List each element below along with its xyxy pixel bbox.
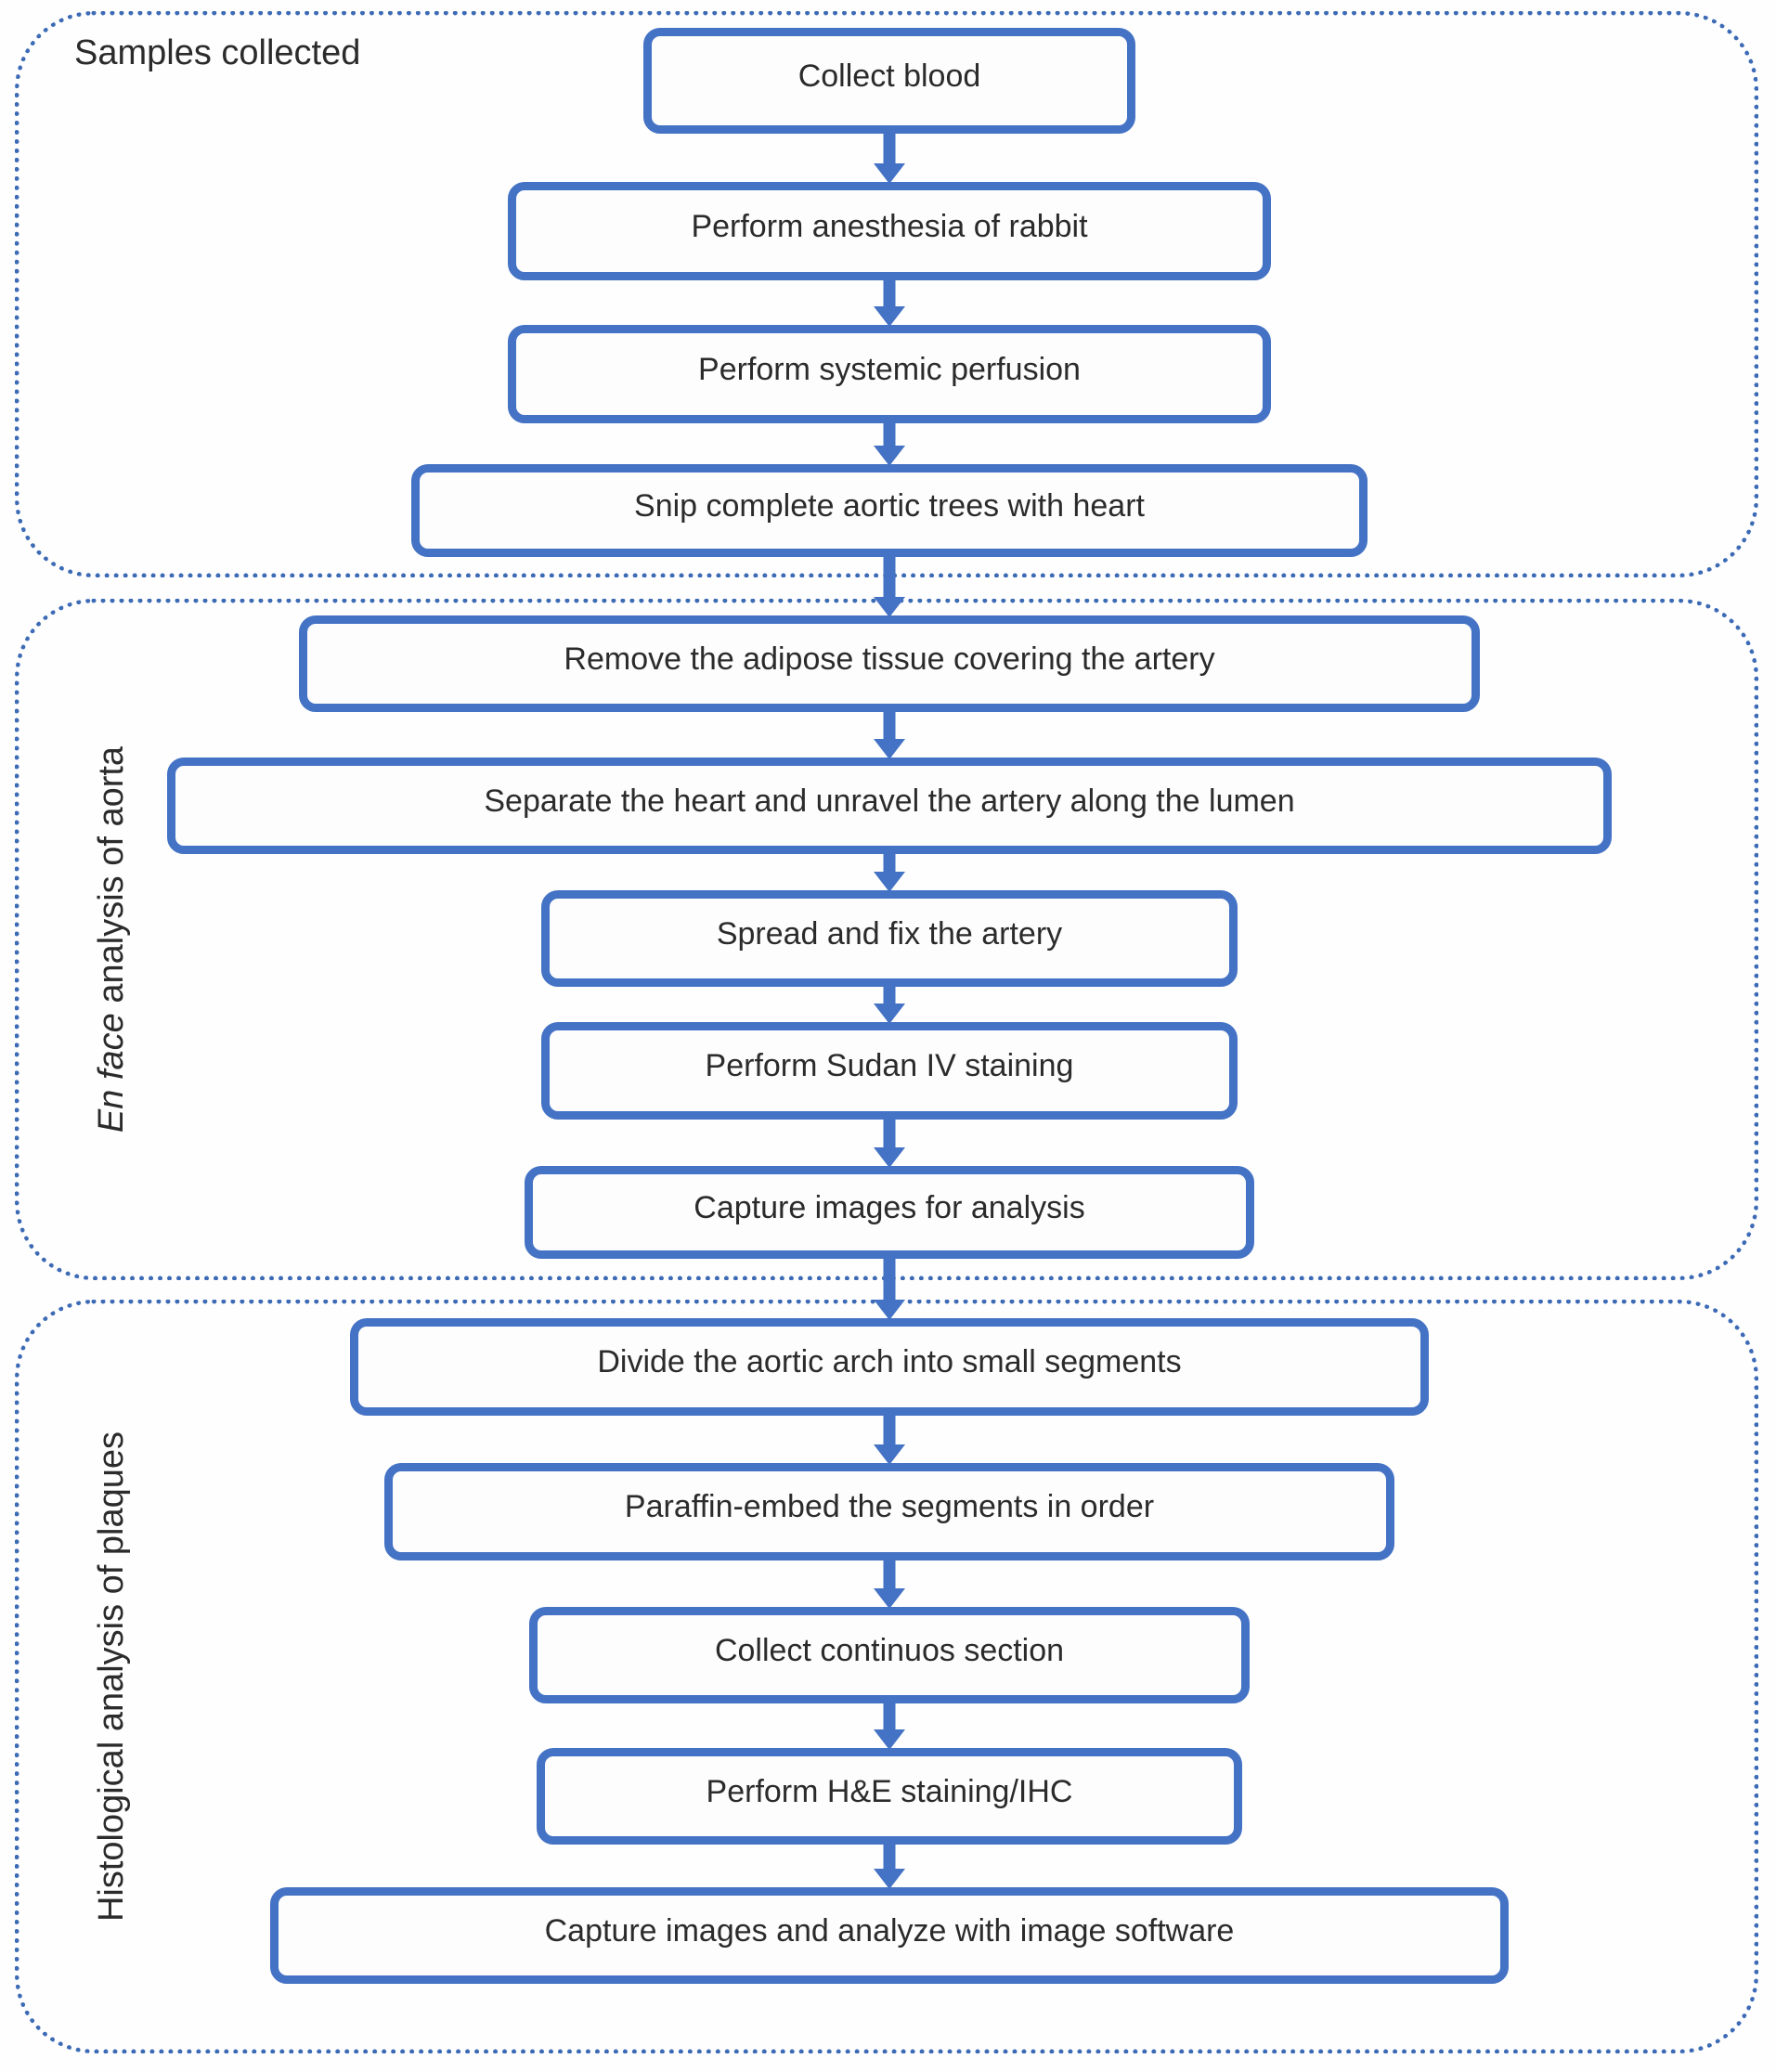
step-perform-anesthesia: Perform anesthesia of rabbit <box>508 182 1271 280</box>
down-arrow-icon <box>874 1118 905 1168</box>
step-separate-heart-unravel-artery: Separate the heart and unravel the arter… <box>167 758 1612 854</box>
down-arrow-icon <box>874 278 905 327</box>
step-divide-aortic-arch: Divide the aortic arch into small segmen… <box>350 1318 1429 1416</box>
step-snip-aortic-trees: Snip complete aortic trees with heart <box>411 464 1368 557</box>
down-arrow-icon <box>874 421 905 466</box>
step-remove-adipose-tissue: Remove the adipose tissue covering the a… <box>299 615 1480 712</box>
down-arrow-icon <box>874 852 905 892</box>
step-capture-images-analysis: Capture images for analysis <box>525 1166 1254 1259</box>
step-collect-continuos-section: Collect continuos section <box>529 1607 1250 1703</box>
step-systemic-perfusion: Perform systemic perfusion <box>508 325 1271 423</box>
down-arrow-icon <box>874 985 905 1024</box>
section-label-regular-part: analysis of aorta <box>92 745 131 1014</box>
down-arrow-icon <box>874 555 905 617</box>
step-collect-blood: Collect blood <box>643 28 1135 134</box>
down-arrow-icon <box>874 1414 905 1465</box>
section-label-histological-analysis: Histological analysis of plaques <box>92 1431 131 1923</box>
down-arrow-icon <box>874 132 905 184</box>
step-paraffin-embed-segments: Paraffin-embed the segments in order <box>384 1463 1394 1560</box>
down-arrow-icon <box>874 1843 905 1889</box>
down-arrow-icon <box>874 710 905 759</box>
step-spread-fix-artery: Spread and fix the artery <box>541 890 1238 987</box>
down-arrow-icon <box>874 1702 905 1750</box>
step-capture-analyze-software: Capture images and analyze with image so… <box>270 1887 1509 1984</box>
step-he-staining-ihc: Perform H&E staining/IHC <box>537 1748 1242 1845</box>
down-arrow-icon <box>874 1559 905 1609</box>
step-sudan-iv-staining: Perform Sudan IV staining <box>541 1022 1238 1120</box>
section-label-samples-collected: Samples collected <box>74 33 361 72</box>
down-arrow-icon <box>874 1257 905 1320</box>
